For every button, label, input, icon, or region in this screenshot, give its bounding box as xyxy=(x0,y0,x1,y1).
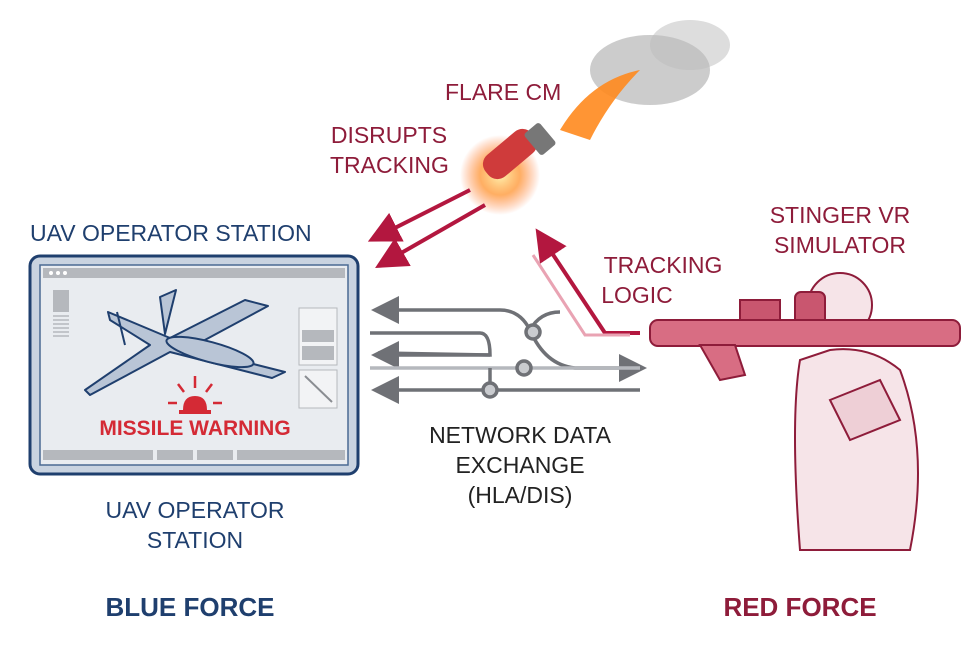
tracking-logic-arrow xyxy=(535,228,640,335)
network-label-2: EXCHANGE xyxy=(455,452,585,478)
flare-label: FLARE CM xyxy=(445,79,562,105)
station-bottom-label-1: UAV OPERATOR xyxy=(105,497,285,523)
blue-force-label: BLUE FORCE xyxy=(105,592,275,622)
stinger-label-2: SIMULATOR xyxy=(773,232,907,258)
tracking-logic-label-2: LOGIC xyxy=(601,282,673,308)
station-bottom-label-2: STATION xyxy=(146,527,244,553)
tracking-logic-label-1: TRACKING xyxy=(603,252,723,278)
alarm-beacon-icon xyxy=(168,376,222,414)
soldier-with-stinger-icon xyxy=(649,272,961,551)
disrupts-label-1: DISRUPTS xyxy=(330,122,448,148)
red-force-label: RED FORCE xyxy=(723,592,877,622)
disrupts-label-2: TRACKING xyxy=(330,152,449,178)
missile-warning-text: MISSILE WARNING xyxy=(99,417,291,440)
disrupts-tracking-arrows xyxy=(367,188,486,268)
stinger-label-1: STINGER VR xyxy=(769,202,911,228)
station-top-label: UAV OPERATOR STATION xyxy=(30,220,312,246)
missile-icon xyxy=(304,375,333,403)
drone-icon xyxy=(84,289,286,396)
flare-countermeasure-icon xyxy=(460,20,730,215)
uav-operator-monitor xyxy=(28,254,360,476)
network-label-3: (HLA/DIS) xyxy=(467,482,573,508)
network-label-1: NETWORK DATA xyxy=(429,422,611,448)
network-data-lines xyxy=(370,296,647,404)
